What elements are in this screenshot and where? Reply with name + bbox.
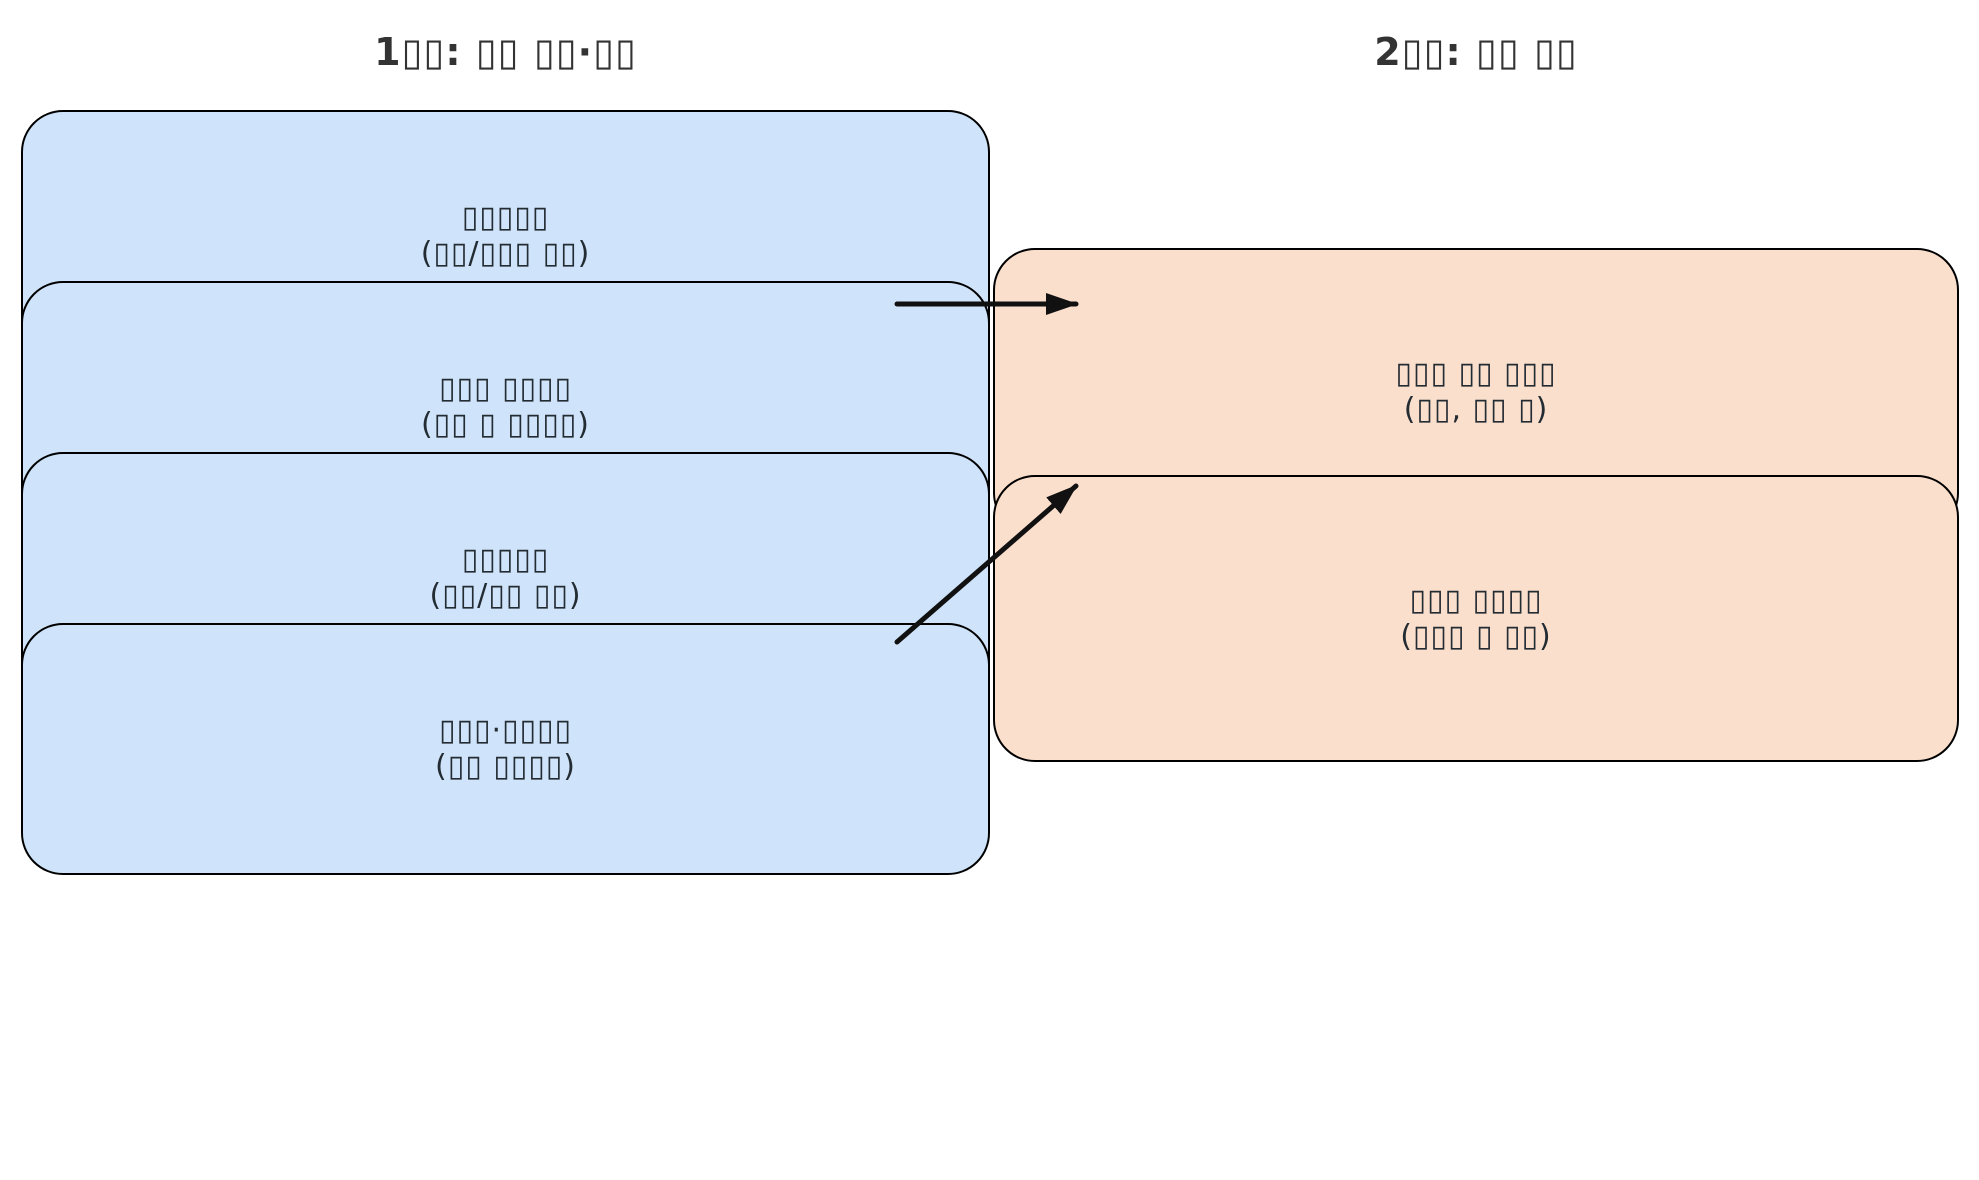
stage1-box-3-line2: (▯▯/▯▯ ▯▯): [429, 578, 582, 613]
stage1-box-4-line1: ▯▯▯·▯▯▯▯: [438, 713, 573, 748]
stage1-column-header: 1▯▯: ▯▯ ▯▯·▯▯: [374, 30, 637, 74]
stage1-box-1-line2: (▯▯/▯▯▯ ▯▯): [420, 236, 591, 271]
stage1-box-4: ▯▯▯·▯▯▯▯ (▯▯ ▯▯▯▯): [21, 623, 990, 875]
stage2-box-1-line1: ▯▯▯ ▯▯ ▯▯▯: [1395, 355, 1557, 391]
stage1-box-3-line1: ▯▯▯▯▯: [461, 542, 550, 577]
stage2-box-1-text: ▯▯▯ ▯▯ ▯▯▯ (▯▯, ▯▯ ▯): [1395, 356, 1556, 428]
stage2-box-2: ▯▯▯ ▯▯▯▯ (▯▯▯ ▯ ▯▯): [993, 475, 1959, 762]
stage1-box-4-text: ▯▯▯·▯▯▯▯ (▯▯ ▯▯▯▯): [435, 713, 576, 785]
stage2-box-2-text: ▯▯▯ ▯▯▯▯ (▯▯▯ ▯ ▯▯): [1400, 583, 1552, 655]
stage1-box-2-line1: ▯▯▯ ▯▯▯▯: [438, 371, 573, 406]
stage2-box-2-line1: ▯▯▯ ▯▯▯▯: [1409, 582, 1543, 618]
stage2-box-2-line2: (▯▯▯ ▯ ▯▯): [1400, 618, 1552, 654]
stage2-column-header: 2▯▯: ▯▯ ▯▯: [1374, 30, 1578, 74]
stage1-box-1-line1: ▯▯▯▯▯: [461, 200, 550, 235]
stage1-box-2-line2: (▯▯ ▯ ▯▯▯▯): [420, 407, 591, 442]
stage1-box-2-text: ▯▯▯ ▯▯▯▯ (▯▯ ▯ ▯▯▯▯): [421, 371, 590, 443]
stage2-box-1-line2: (▯▯, ▯▯ ▯): [1403, 391, 1549, 427]
stage1-box-1-text: ▯▯▯▯▯ (▯▯/▯▯▯ ▯▯): [421, 200, 591, 272]
stage1-box-3-text: ▯▯▯▯▯ (▯▯/▯▯ ▯▯): [429, 542, 581, 614]
stage1-box-4-line2: (▯▯ ▯▯▯▯): [435, 749, 576, 784]
